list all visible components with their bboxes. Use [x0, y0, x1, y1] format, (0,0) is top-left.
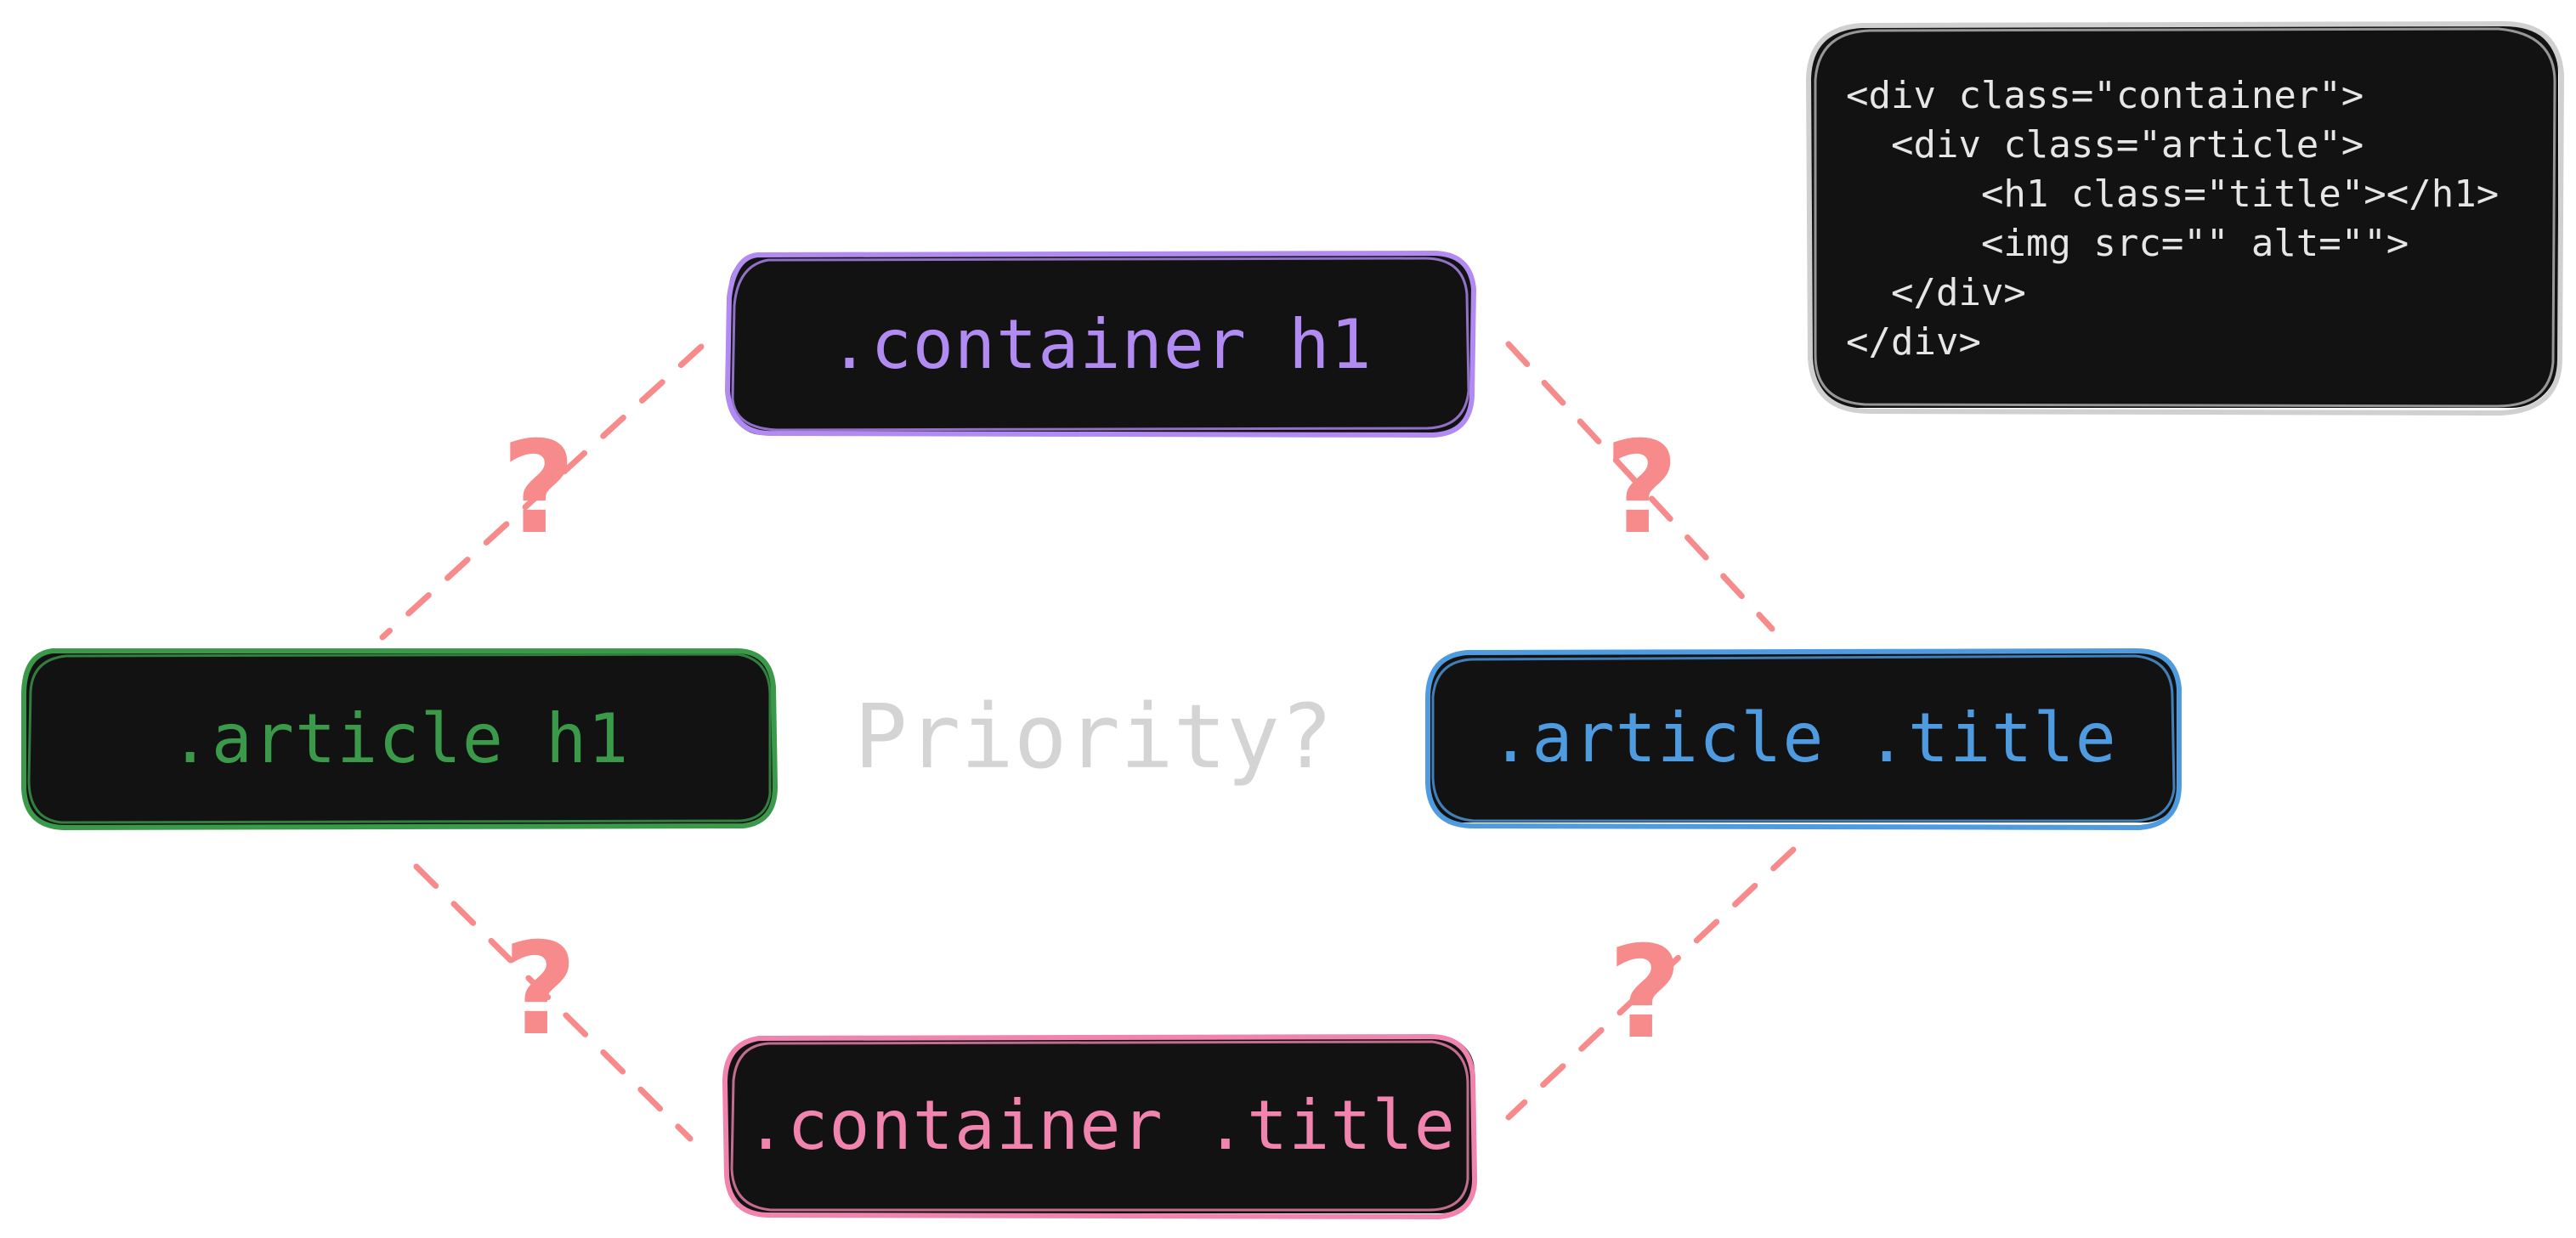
selector-label: .article .title — [1490, 698, 2117, 777]
connector-container-h1-to-article-h1 — [379, 343, 705, 641]
question-mark-top-left: ? — [501, 415, 576, 562]
code-line: <div class="article"> — [1846, 123, 2364, 167]
code-line: </div> — [1846, 320, 1981, 364]
code-line: <div class="container"> — [1846, 74, 2364, 117]
selector-label: .container h1 — [829, 304, 1373, 384]
selector-label: .container .title — [745, 1085, 1456, 1165]
selector-node-article-h1: .article h1 — [21, 647, 778, 831]
code-line: <h1 class="title"></h1> — [1846, 172, 2500, 216]
question-mark-bottom-right: ? — [1608, 919, 1683, 1067]
code-line: <img src="" alt=""> — [1846, 222, 2409, 265]
connector-container-h1-to-article-title — [1505, 341, 1775, 632]
connector-article-h1-to-container-title — [413, 863, 694, 1142]
code-line: </div> — [1846, 271, 2026, 314]
html-code-snippet: <div class="container"> <div class="arti… — [1805, 20, 2565, 416]
selector-node-container-h1: .container h1 — [724, 250, 1477, 438]
question-mark-bottom-left: ? — [503, 916, 578, 1064]
selector-label: .article h1 — [169, 698, 630, 778]
selector-node-container-title: .container .title — [722, 1033, 1478, 1220]
question-mark-top-right: ? — [1605, 415, 1679, 562]
connector-article-title-to-container-title — [1505, 846, 1797, 1121]
selector-node-article-title: .article .title — [1425, 647, 2182, 831]
priority-question-label: Priority? — [854, 685, 1333, 789]
